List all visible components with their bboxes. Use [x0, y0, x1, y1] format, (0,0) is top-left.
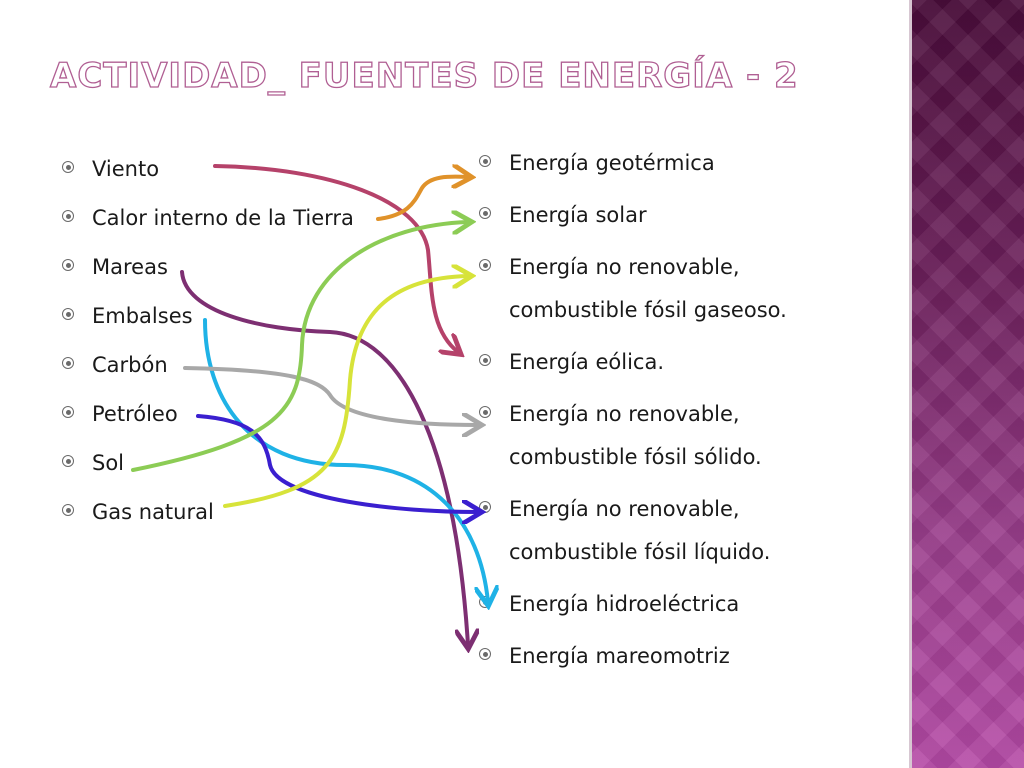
arrow-calor-geotermica: [376, 177, 468, 221]
list-item: Energía solar: [479, 204, 787, 226]
list-item: Embalses: [62, 305, 354, 354]
bullet-icon: [479, 406, 491, 418]
sidebar-edge: [909, 0, 912, 768]
list-item: Energía hidroeléctrica: [479, 593, 787, 615]
bullet-icon: [479, 259, 491, 271]
bullet-icon: [62, 259, 74, 271]
decorative-sidebar: [912, 0, 1024, 768]
list-item: Energía no renovable, combustible fósil g…: [479, 256, 787, 321]
bullet-icon: [62, 455, 74, 467]
bullet-icon: [62, 161, 74, 173]
list-item-label: Energía no renovable,: [509, 497, 740, 521]
list-item-label: Energía hidroeléctrica: [509, 592, 740, 616]
list-item: Energía no renovable, combustible fósil s…: [479, 403, 787, 468]
bullet-icon: [62, 308, 74, 320]
list-item-label-line2: combustible fósil gaseoso.: [509, 298, 787, 322]
list-item: Energía mareomotriz: [479, 645, 787, 667]
list-item: Calor interno de la Tierra: [62, 207, 354, 256]
list-item: Viento: [62, 158, 354, 207]
list-item-label: Sol: [92, 451, 125, 475]
list-item-label: Energía mareomotriz: [509, 644, 730, 668]
bullet-icon: [479, 501, 491, 513]
list-item: Energía eólica.: [479, 351, 787, 373]
list-item-label: Gas natural: [92, 500, 214, 524]
list-item-label: Energía no renovable,: [509, 255, 740, 279]
bullet-icon: [479, 648, 491, 660]
list-item: Energía no renovable, combustible fósil l…: [479, 498, 787, 563]
list-item-label-line2: combustible fósil líquido.: [509, 540, 771, 564]
bullet-icon: [479, 207, 491, 219]
list-item-label: Calor interno de la Tierra: [92, 206, 354, 230]
list-item: Petróleo: [62, 403, 354, 452]
list-item: Mareas: [62, 256, 354, 305]
list-item-label-line2: combustible fósil sólido.: [509, 445, 762, 469]
list-item-label: Energía no renovable,: [509, 402, 740, 426]
bullet-icon: [479, 155, 491, 167]
list-item-label: Carbón: [92, 353, 168, 377]
list-item: Carbón: [62, 354, 354, 403]
list-item: Sol: [62, 452, 354, 501]
bullet-icon: [62, 357, 74, 369]
list-item-label: Embalses: [92, 304, 193, 328]
bullet-icon: [479, 596, 491, 608]
bullet-icon: [62, 406, 74, 418]
list-item: Energía geotérmica: [479, 152, 787, 174]
list-item-label: Viento: [92, 157, 160, 181]
slide-title: Actividad_ fuentes de energía - 2: [49, 55, 799, 96]
list-item-label: Energía geotérmica: [509, 151, 715, 175]
bullet-icon: [479, 354, 491, 366]
list-item-label: Energía eólica.: [509, 350, 664, 374]
list-item-label: Energía solar: [509, 203, 647, 227]
list-item-label: Petróleo: [92, 402, 178, 426]
energy-types-list: Energía geotérmica Energía solar Energía…: [479, 152, 787, 697]
bullet-icon: [62, 210, 74, 222]
energy-sources-list: Viento Calor interno de la Tierra Mareas…: [62, 158, 354, 550]
bullet-icon: [62, 504, 74, 516]
list-item-label: Mareas: [92, 255, 168, 279]
list-item: Gas natural: [62, 501, 354, 550]
